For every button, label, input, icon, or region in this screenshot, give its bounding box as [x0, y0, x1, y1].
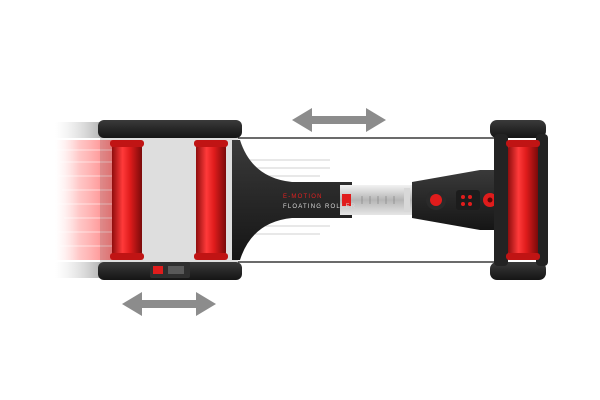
- double-arrow-icon: [292, 108, 386, 132]
- rear-roller-1: [110, 140, 144, 260]
- front-frame: [490, 120, 548, 280]
- motion-blur: [55, 122, 115, 278]
- front-hub: [412, 170, 500, 230]
- rear-latch: [153, 266, 163, 274]
- central-arm: [232, 140, 416, 260]
- front-roller: [506, 140, 540, 260]
- double-arrow-icon: [122, 292, 216, 316]
- brand-lettering: E-MOTION FLOATING ROLLER: [283, 194, 356, 210]
- brand-name: FLOATING ROLLER: [283, 204, 356, 210]
- side-rails: [238, 137, 498, 263]
- brand-prefix: E-MOTION: [283, 194, 323, 200]
- adjust-knob: [430, 194, 442, 206]
- rear-roller-2: [194, 140, 228, 260]
